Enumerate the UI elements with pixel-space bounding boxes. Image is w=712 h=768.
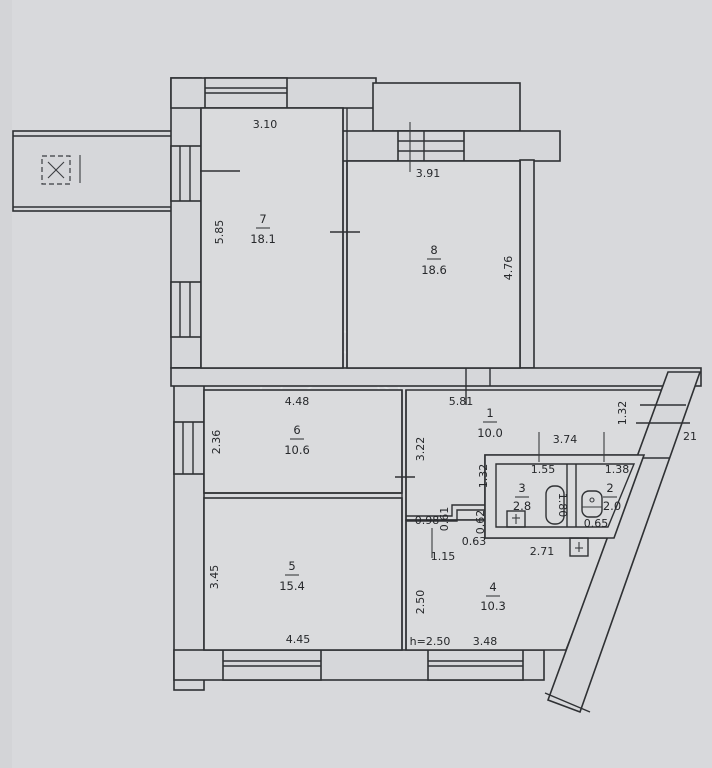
svg-text:3.45: 3.45 xyxy=(208,565,221,590)
svg-text:5.85: 5.85 xyxy=(213,220,226,245)
svg-text:8: 8 xyxy=(430,243,437,257)
niche xyxy=(406,504,485,522)
svg-text:15.4: 15.4 xyxy=(279,579,305,593)
svg-text:2.0: 2.0 xyxy=(603,499,621,513)
svg-text:0.61: 0.61 xyxy=(438,507,451,532)
svg-text:10.6: 10.6 xyxy=(284,443,310,457)
bathtub-icon xyxy=(545,485,565,525)
svg-text:2: 2 xyxy=(606,481,613,495)
svg-text:0.62: 0.62 xyxy=(474,510,487,535)
room-label-1: 1 10.0 xyxy=(477,406,503,440)
svg-text:4: 4 xyxy=(489,580,496,594)
window-room7-left-bottom xyxy=(170,281,202,338)
svg-text:3.74: 3.74 xyxy=(553,433,578,446)
svg-text:0.98: 0.98 xyxy=(415,514,440,527)
svg-text:3: 3 xyxy=(518,481,525,495)
svg-text:1.15: 1.15 xyxy=(431,550,456,563)
window-room7-left-top xyxy=(170,145,202,202)
window-room5-bottom xyxy=(222,649,322,681)
toilet-icon xyxy=(581,490,603,518)
balcony-left xyxy=(12,130,174,212)
window-room8-top xyxy=(397,130,465,162)
room-7 xyxy=(200,107,344,369)
svg-text:7: 7 xyxy=(259,212,266,226)
kitchen-sink-icon xyxy=(569,537,589,557)
room-label-2: 2 2.0 xyxy=(603,481,621,513)
svg-text:1.55: 1.55 xyxy=(531,463,556,476)
svg-text:3.22: 3.22 xyxy=(414,437,427,462)
svg-text:4.45: 4.45 xyxy=(286,633,311,646)
svg-text:10.3: 10.3 xyxy=(480,599,506,613)
svg-text:0.63: 0.63 xyxy=(462,535,487,548)
room-8 xyxy=(346,160,521,369)
svg-text:10.0: 10.0 xyxy=(477,426,503,440)
window-room7-top xyxy=(204,77,288,109)
room-label-4: 4 10.3 xyxy=(480,580,506,613)
svg-text:4.76: 4.76 xyxy=(502,256,515,281)
windows xyxy=(170,77,524,681)
svg-text:1.38: 1.38 xyxy=(605,463,630,476)
svg-text:18.1: 18.1 xyxy=(250,232,276,246)
svg-text:0.65: 0.65 xyxy=(584,517,609,530)
svg-text:3.48: 3.48 xyxy=(473,635,498,648)
svg-text:3.91: 3.91 xyxy=(416,167,441,180)
room-5 xyxy=(203,497,403,651)
window-room6-left xyxy=(173,421,205,475)
ventilation-shaft-icon xyxy=(41,155,81,185)
svg-text:3.10: 3.10 xyxy=(253,118,278,131)
room-label-8: 8 18.6 xyxy=(421,243,447,277)
room-label-7: 7 18.1 xyxy=(250,212,276,246)
svg-text:2.36: 2.36 xyxy=(210,430,223,455)
svg-text:1: 1 xyxy=(486,406,493,420)
room-label-6: 6 10.6 xyxy=(284,423,310,457)
svg-text:1.32: 1.32 xyxy=(477,464,490,489)
svg-text:5.81: 5.81 xyxy=(449,395,474,408)
svg-text:2.8: 2.8 xyxy=(513,499,531,513)
room-label-5: 5 15.4 xyxy=(279,559,305,593)
svg-text:h=2.50: h=2.50 xyxy=(410,635,451,648)
dimension-labels: 3.10 5.85 3.91 4.76 4.48 2.36 4.45 3.45 … xyxy=(208,118,697,648)
svg-text:6: 6 xyxy=(293,423,300,437)
sink-icon xyxy=(506,510,526,528)
svg-text:1.32: 1.32 xyxy=(616,401,629,426)
svg-text:4.48: 4.48 xyxy=(285,395,310,408)
svg-text:1.80: 1.80 xyxy=(556,493,569,518)
svg-text:21: 21 xyxy=(683,430,697,443)
window-room4-bottom xyxy=(427,649,524,681)
svg-text:18.6: 18.6 xyxy=(421,263,447,277)
svg-text:2.50: 2.50 xyxy=(414,590,427,615)
room-label-3: 3 2.8 xyxy=(513,481,531,513)
svg-text:5: 5 xyxy=(288,559,295,573)
svg-text:2.71: 2.71 xyxy=(530,545,555,558)
